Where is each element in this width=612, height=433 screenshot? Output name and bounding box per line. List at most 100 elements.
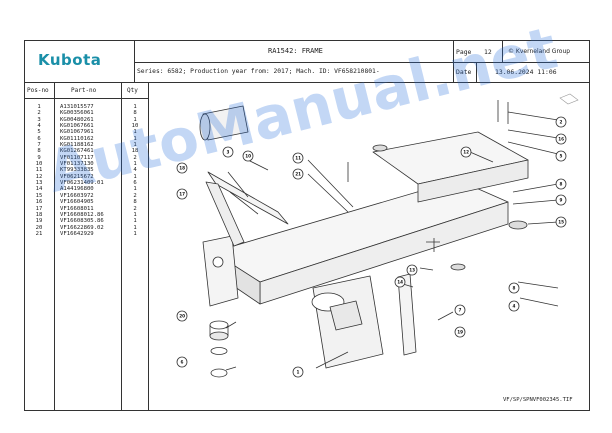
- page-frame: [24, 40, 590, 411]
- callout-2: 2: [555, 116, 567, 128]
- table-cell-pos: 15: [35, 192, 43, 199]
- callout-16: 16: [555, 133, 567, 145]
- table-cell-pos: 12: [35, 173, 43, 180]
- svg-text:6: 6: [181, 360, 184, 365]
- date-value: 13.06.2024 11:06: [495, 68, 557, 76]
- table-cell-qty: 18: [131, 148, 139, 155]
- table-cell-part: VF16604905: [60, 199, 94, 206]
- table-cell-qty: 8: [133, 199, 137, 206]
- svg-text:13: 13: [409, 268, 415, 273]
- page-number: 12: [484, 48, 492, 56]
- table-cell-pos: 2: [37, 110, 41, 117]
- table-cell-pos: 10: [35, 161, 43, 168]
- table-cell-part: A131015577: [60, 104, 94, 110]
- svg-text:12: 12: [463, 150, 469, 155]
- callout-13: 13: [406, 264, 418, 276]
- table-cell-qty: 1: [133, 173, 137, 180]
- table-cell-pos: 16: [35, 199, 43, 206]
- table-cell-qty: 1: [133, 104, 137, 110]
- table-cell-part: VF16622869.02: [60, 224, 104, 231]
- callout-12: 12: [460, 146, 472, 158]
- svg-text:2: 2: [560, 120, 563, 125]
- callout-8-lower: 8: [508, 282, 520, 294]
- svg-text:14: 14: [397, 280, 403, 285]
- table-cell-qty: 2: [133, 154, 137, 161]
- table-cell-part: KG00480261: [60, 116, 94, 123]
- table-header-divider: [24, 98, 148, 99]
- svg-text:10: 10: [245, 154, 251, 159]
- table-cell-pos: 20: [35, 224, 43, 231]
- svg-text:19: 19: [457, 330, 463, 335]
- table-cell-pos: 8: [37, 148, 41, 155]
- kubota-logo: Kubota: [38, 51, 102, 69]
- table-cell-qty: 8: [133, 110, 137, 117]
- table-cell-qty: 1: [133, 218, 137, 225]
- page-title: RA1542: FRAME: [268, 47, 323, 55]
- callout-5: 5: [555, 150, 567, 162]
- table-cell-qty: 1: [133, 129, 137, 136]
- callout-18: 18: [176, 162, 188, 174]
- callout-1: 1: [292, 366, 304, 378]
- table-col-divider-2: [121, 82, 122, 411]
- svg-text:5: 5: [560, 154, 563, 159]
- copyright: © Kverneland Group: [508, 48, 571, 55]
- table-cell-qty: 1: [133, 135, 137, 142]
- table-cell-part: VF16608012.86: [60, 211, 104, 218]
- table-cell-part: VF16608011: [60, 205, 94, 212]
- table-cell-qty: 1: [133, 230, 137, 237]
- table-cell-pos: 9: [37, 154, 41, 161]
- callout-3: 3: [222, 146, 234, 158]
- table-cell-part: KT99333835: [60, 167, 94, 174]
- callout-20: 20: [176, 310, 188, 322]
- svg-text:1: 1: [297, 370, 300, 375]
- table-cell-pos: 19: [35, 218, 43, 225]
- table-cell-part: VF16642929: [60, 230, 94, 237]
- table-cell-pos: 11: [35, 167, 43, 174]
- callout-17: 17: [176, 188, 188, 200]
- table-cell-pos: 6: [37, 135, 41, 142]
- svg-text:11: 11: [295, 156, 301, 161]
- table-cell-pos: 7: [37, 142, 41, 149]
- svg-text:4: 4: [513, 304, 516, 309]
- date-label-divider: [476, 62, 477, 82]
- table-cell-qty: 2: [133, 192, 137, 199]
- column-header-part: Part-no: [71, 87, 97, 94]
- svg-text:8: 8: [560, 182, 563, 187]
- table-cell-part: KG01267461: [60, 148, 94, 155]
- callout-21: 21: [292, 168, 304, 180]
- table-cell-pos: 18: [35, 211, 43, 218]
- callout-15: 15: [555, 216, 567, 228]
- table-cell-qty: 1: [133, 142, 137, 149]
- table-cell-part: VF01137130: [60, 161, 94, 168]
- table-cell-qty: 2: [133, 205, 137, 212]
- svg-text:7: 7: [459, 308, 462, 313]
- table-cell-qty: 1: [133, 186, 137, 193]
- callout-11: 11: [292, 152, 304, 164]
- svg-text:3: 3: [227, 150, 230, 155]
- orientation-arrow-icon: [559, 93, 579, 105]
- table-cell-part: VF16608305.86: [60, 218, 104, 225]
- table-cell-part: VF16603972: [60, 192, 94, 199]
- svg-text:15: 15: [558, 220, 564, 225]
- header-row-divider: [134, 62, 590, 63]
- page-label: Page: [456, 48, 472, 56]
- table-cell-part: KG00356061: [60, 110, 94, 117]
- table-cell-pos: 4: [37, 123, 41, 130]
- table-cell-qty: 1: [133, 211, 137, 218]
- callout-8-right: 8: [555, 178, 567, 190]
- page-cell-divider: [453, 40, 454, 82]
- table-cell-part: VF06215672: [60, 173, 94, 180]
- header-bottom-border: [24, 82, 590, 83]
- svg-text:8: 8: [513, 286, 516, 291]
- table-cell-part: KG01110162: [60, 135, 94, 142]
- callout-9: 9: [555, 194, 567, 206]
- table-cell-pos: 1: [37, 104, 41, 110]
- table-cell-pos: 17: [35, 205, 43, 212]
- svg-text:9: 9: [560, 198, 563, 203]
- svg-text:16: 16: [558, 137, 564, 142]
- drawing-reference: VF/SP/SPNVF002345.TIF: [503, 397, 573, 403]
- table-right-border: [148, 82, 149, 411]
- page-number-divider: [502, 40, 503, 62]
- table-cell-part: KG01188162: [60, 142, 94, 149]
